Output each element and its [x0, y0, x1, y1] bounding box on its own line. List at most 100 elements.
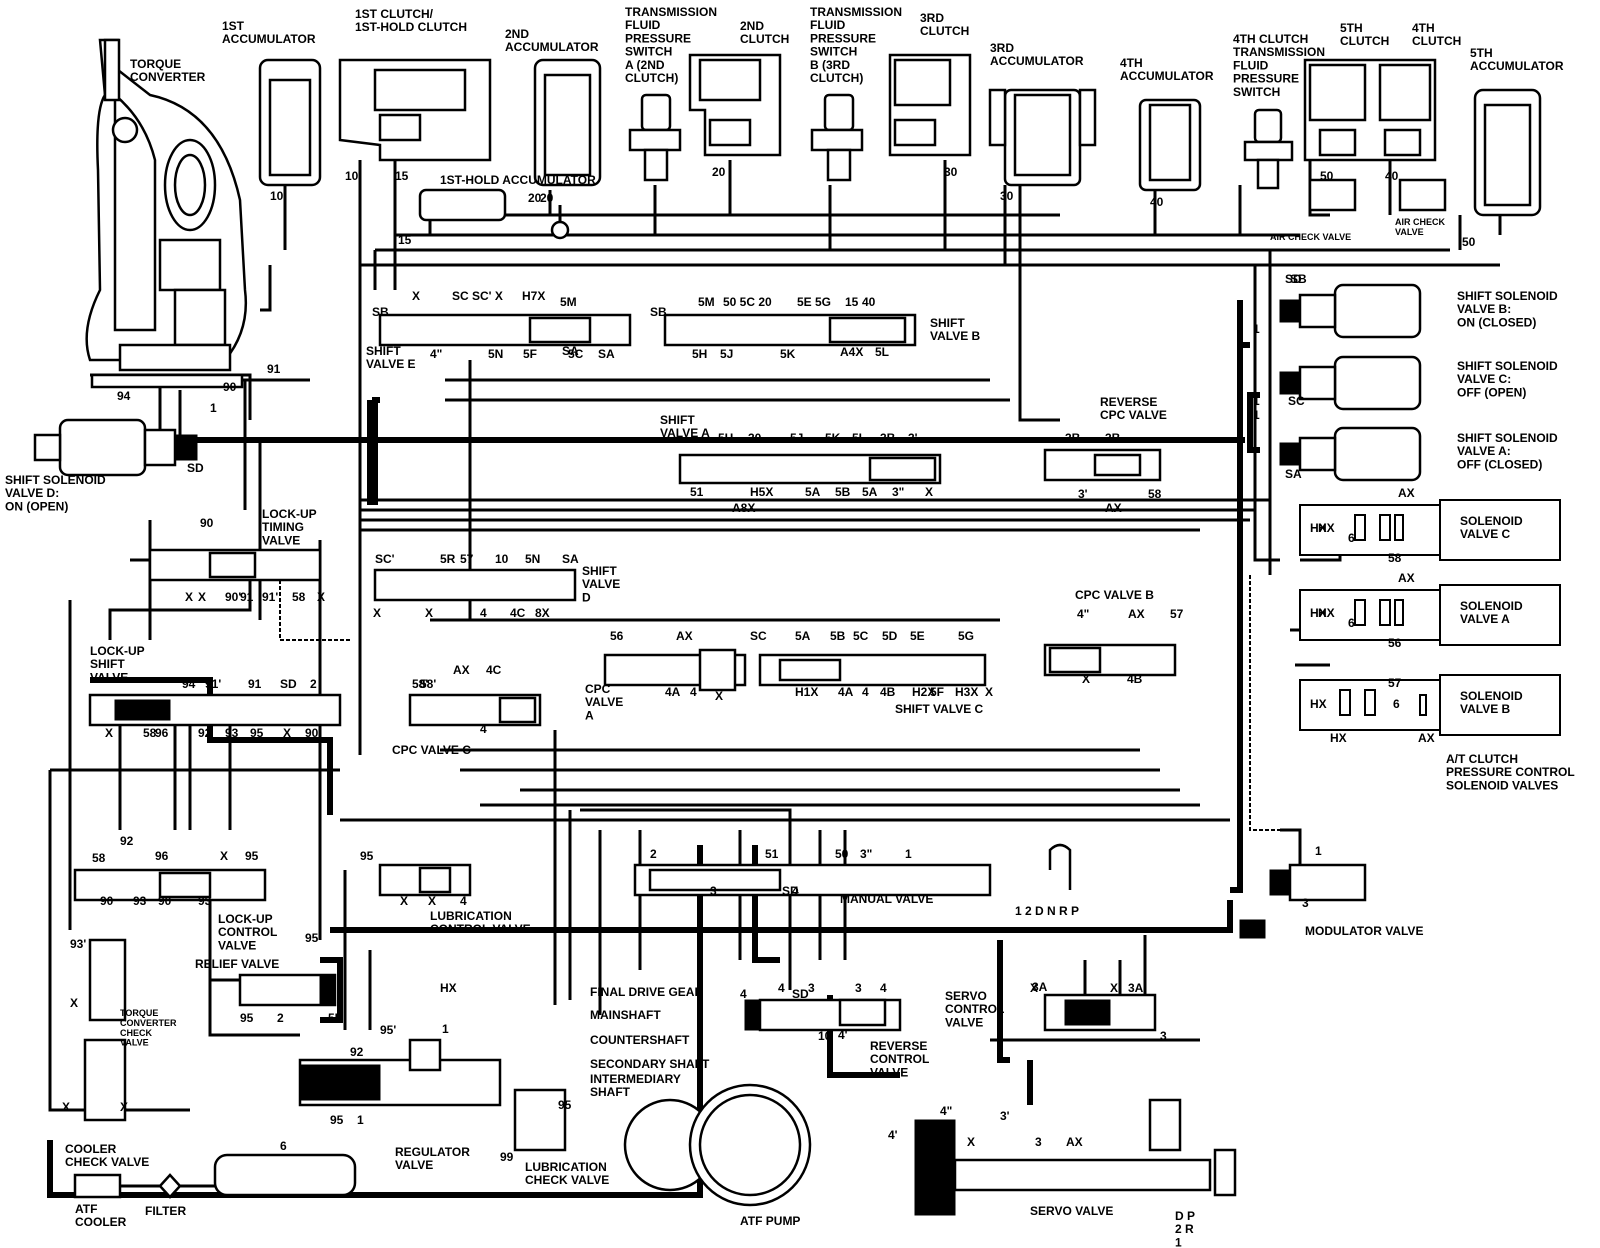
port-label: X [185, 590, 193, 604]
port-label: 4" [940, 1104, 952, 1118]
port-label: AX [1128, 607, 1145, 621]
port-label: H7X [522, 289, 545, 303]
port-label: 91 [267, 362, 281, 376]
label-mainshaft: MAINSHAFT [590, 1008, 661, 1022]
port-label: 51 [765, 847, 779, 861]
label-first-clutch: 1ST CLUTCH/1ST-HOLD CLUTCH [355, 7, 467, 34]
port-label: 40 [1385, 169, 1399, 183]
port-label: 4A [838, 685, 854, 699]
port-label: 58 [1148, 487, 1162, 501]
port-label: H3X [955, 685, 978, 699]
port-label: 95 [250, 726, 264, 740]
port-label: 56 [1388, 636, 1402, 650]
port-label: 4 [778, 981, 785, 995]
port-label: 90 [100, 894, 114, 908]
port-label: 40 [862, 295, 876, 309]
port-label: 30 [748, 431, 762, 445]
port-label: X [373, 606, 381, 620]
port-label: 4 [460, 894, 467, 908]
port-label: 3 [710, 884, 717, 898]
port-label: 3' [1000, 1109, 1010, 1123]
port-label: A4X [840, 345, 863, 359]
label-filter: FILTER [145, 1204, 186, 1218]
port-label: 3 [1302, 896, 1309, 910]
port-label: H2X [912, 685, 935, 699]
port-label: 91' [262, 590, 278, 604]
port-label: 4B [880, 685, 896, 699]
port-label: 96 [155, 726, 169, 740]
shift-solenoids [1279, 283, 1422, 482]
port-label: 58 [143, 726, 157, 740]
port-label: 4A [665, 685, 681, 699]
port-label: 20 [712, 165, 726, 179]
label-cpc-valve-b: CPC VALVE B [1075, 588, 1154, 602]
port-label: 5J [720, 347, 733, 361]
port-label: 57 [1170, 607, 1184, 621]
port-label: 3B [1105, 431, 1121, 445]
port-label: 10 [345, 169, 359, 183]
port-label: 5K [825, 431, 841, 445]
port-label: X [70, 996, 78, 1010]
port-label: 4 [480, 722, 487, 736]
port-label: 5M [560, 295, 577, 309]
port-label: SB [650, 305, 667, 319]
port-label: HX [1318, 521, 1335, 535]
port-label: 58 [1388, 551, 1402, 565]
port-label: 50 5C 20 [723, 295, 772, 309]
port-label: 4 [880, 981, 887, 995]
port-label: AX [676, 629, 693, 643]
port-label: SC' [375, 552, 395, 566]
port-label: 8X [535, 606, 550, 620]
port-label: 30 [944, 165, 958, 179]
port-label: 95 [305, 931, 319, 945]
port-label: 3 [1035, 1135, 1042, 1149]
port-label: AX [453, 663, 470, 677]
port-label: 1 [1253, 394, 1260, 408]
port-label: 5K [780, 347, 796, 361]
label-shift-valve-c: SHIFT VALVE C [895, 702, 984, 716]
port-label: 15 [395, 169, 409, 183]
port-label: 40 [1150, 195, 1164, 209]
port-label: 5M [698, 295, 715, 309]
label-first-hold-accumulator: 1ST-HOLD ACCUMULATOR [440, 173, 596, 187]
port-label: 5E 5G [797, 295, 831, 309]
port-label: 4 [792, 884, 799, 898]
port-label: 4' [838, 1028, 848, 1042]
port-label: 5A [805, 485, 821, 499]
port-label: X [1030, 981, 1038, 995]
port-label: 56 [610, 629, 624, 643]
port-label: 50 [1320, 169, 1334, 183]
port-label: H1X [795, 685, 818, 699]
port-label: 6 [280, 1139, 287, 1153]
port-label: 91' [205, 677, 221, 691]
port-label: X [62, 1100, 70, 1114]
port-label: 4" [1077, 607, 1089, 621]
port-label: 10 [270, 189, 284, 203]
label-shift-positions: 1 2 D N R P [1015, 904, 1079, 918]
label-countershaft: COUNTERSHAFT [590, 1033, 690, 1047]
port-label: 58 [92, 851, 106, 865]
port-label: 3 [808, 981, 815, 995]
port-label: SD [187, 461, 204, 475]
port-label: 2 [277, 1011, 284, 1025]
port-label: 4C [510, 606, 526, 620]
port-label: 4" [430, 347, 442, 361]
port-label: 20 [528, 191, 542, 205]
port-label: 1 [1278, 877, 1285, 891]
port-label: 50 [1462, 235, 1476, 249]
port-label: SA [1285, 467, 1302, 481]
port-label: 58' [412, 677, 428, 691]
label-manual-valve: MANUAL VALVE [840, 892, 933, 906]
port-label: AX [1398, 571, 1415, 585]
